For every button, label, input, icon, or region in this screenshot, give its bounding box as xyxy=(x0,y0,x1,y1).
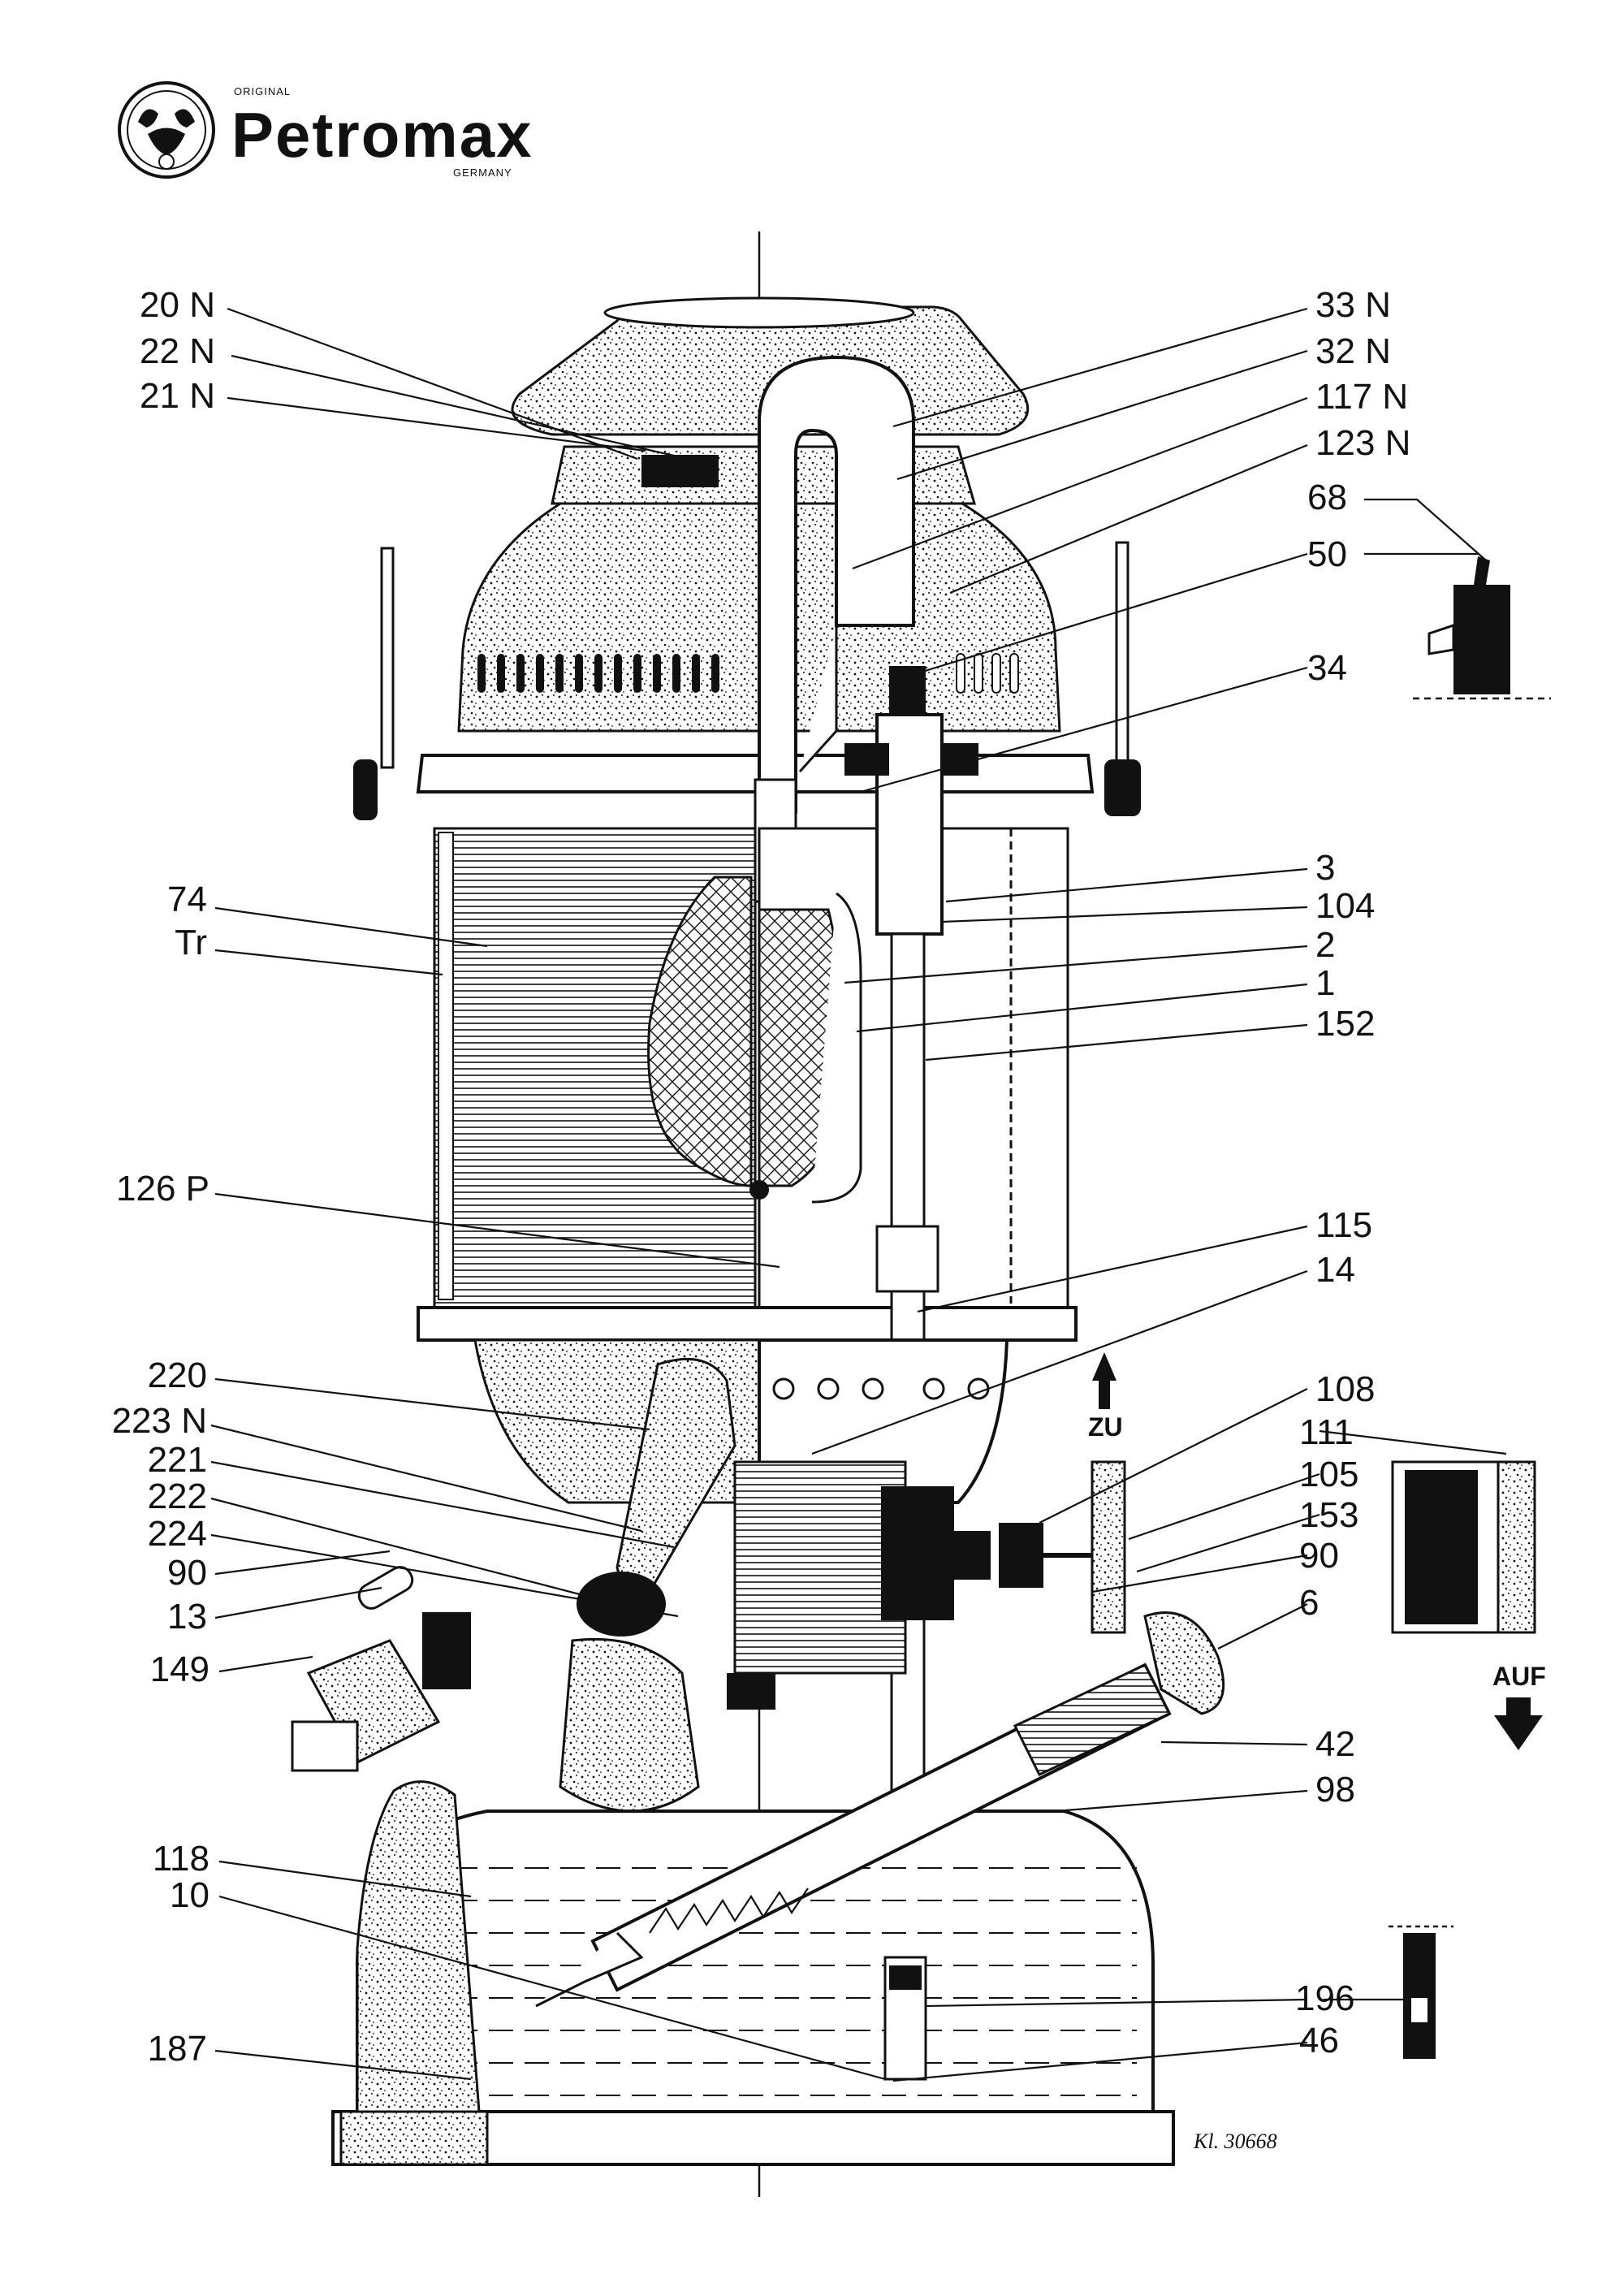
needle-detail-inset xyxy=(1389,1925,1453,2059)
mantle xyxy=(647,876,862,1204)
callout-123n: 123 N xyxy=(1315,423,1410,463)
callout-153: 153 xyxy=(1299,1495,1358,1535)
callout-33n: 33 N xyxy=(1315,285,1391,325)
callout-117n: 117 N xyxy=(1315,377,1408,417)
valve-assembly xyxy=(881,1460,1126,1634)
direction-open-indicator: AUF xyxy=(1492,1662,1546,1750)
callout-14: 14 xyxy=(1315,1250,1355,1290)
leader-lines-left xyxy=(210,307,886,2081)
pump xyxy=(535,1611,1225,2081)
callout-10: 10 xyxy=(170,1875,209,1915)
callout-22n: 22 N xyxy=(140,331,215,371)
callout-98: 98 xyxy=(1315,1770,1355,1810)
callout-224: 224 xyxy=(148,1514,207,1554)
callout-90-left: 90 xyxy=(167,1553,207,1593)
callout-90-right: 90 xyxy=(1299,1536,1339,1576)
hood-vent-slots xyxy=(477,653,1019,694)
pump-spring xyxy=(649,1887,809,1934)
signature: Kl. 30668 xyxy=(1193,2130,1277,2153)
callout-1: 1 xyxy=(1315,963,1335,1003)
callout-13: 13 xyxy=(167,1597,207,1637)
callout-34: 34 xyxy=(1307,648,1347,688)
callout-187: 187 xyxy=(148,2029,207,2069)
callout-20n: 20 N xyxy=(140,285,215,325)
valve-detail-inset xyxy=(1391,1460,1536,1634)
callout-115: 115 xyxy=(1315,1205,1372,1245)
callout-220: 220 xyxy=(148,1356,207,1395)
logo-bottom-text: GERMANY xyxy=(453,166,512,179)
callout-32n: 32 N xyxy=(1315,331,1391,371)
logo-brand-text: Petromax xyxy=(231,99,533,171)
fuel-level-lines xyxy=(382,1867,1137,2096)
callout-196: 196 xyxy=(1295,1978,1354,2018)
callout-222: 222 xyxy=(148,1477,207,1516)
callout-221: 221 xyxy=(148,1440,207,1480)
callout-108: 108 xyxy=(1315,1369,1375,1409)
callout-6: 6 xyxy=(1299,1583,1319,1623)
callout-46: 46 xyxy=(1299,2021,1339,2060)
callout-68: 68 xyxy=(1307,478,1347,517)
callout-126p: 126 P xyxy=(116,1169,209,1209)
callout-104: 104 xyxy=(1315,886,1375,926)
filler-cap xyxy=(291,1566,471,1772)
callout-74: 74 xyxy=(167,880,207,919)
callout-152: 152 xyxy=(1315,1004,1375,1044)
callout-111: 111 xyxy=(1299,1412,1354,1452)
callout-149: 149 xyxy=(150,1650,209,1689)
preheater xyxy=(559,1357,775,1813)
callout-223n: 223 N xyxy=(112,1401,207,1441)
callouts-left: 20 N 22 N 21 N 74 Tr 126 P 220 223 N 221… xyxy=(112,285,215,2069)
callout-118: 118 xyxy=(153,1839,209,1879)
callout-105: 105 xyxy=(1299,1455,1358,1494)
callouts-right: 33 N 32 N 117 N 123 N 68 50 34 3 104 2 1… xyxy=(1295,285,1410,2060)
callout-42: 42 xyxy=(1315,1724,1355,1764)
callout-2: 2 xyxy=(1315,925,1335,965)
petromax-logo: ORIGINAL Petromax GERMANY xyxy=(118,81,533,179)
fuel-tank xyxy=(331,1780,1175,2166)
callout-50: 50 xyxy=(1307,534,1347,574)
callout-21n: 21 N xyxy=(140,376,215,416)
callout-tr: Tr xyxy=(175,923,207,962)
direction-close-label: ZU xyxy=(1088,1412,1123,1442)
logo-top-text: ORIGINAL xyxy=(234,85,291,97)
callout-3: 3 xyxy=(1315,848,1335,888)
direction-open-label: AUF xyxy=(1492,1662,1546,1691)
hood xyxy=(353,296,1141,820)
nozzle-detail-inset xyxy=(1413,556,1551,700)
leader-lines-right xyxy=(811,307,1507,2082)
direction-close-indicator: ZU xyxy=(1088,1352,1123,1442)
